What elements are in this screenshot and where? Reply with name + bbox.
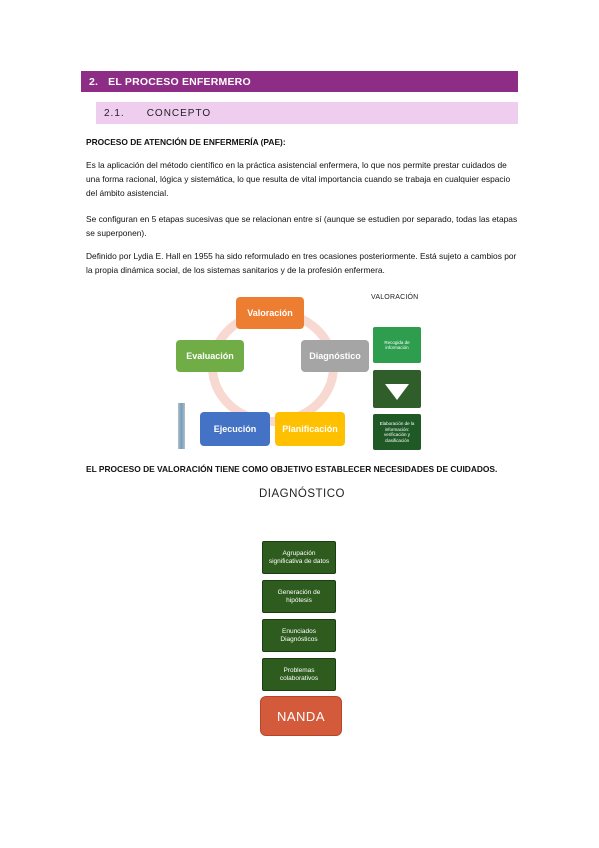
diagnostico-step-agrupacion: Agrupación significativa de datos xyxy=(262,541,336,574)
nanda-box: NANDA xyxy=(260,696,342,736)
section-header: 2. EL PROCESO ENFERMERO xyxy=(81,71,518,92)
cycle-diagnostico: Diagnóstico xyxy=(301,340,369,372)
valoracion-step-recogida: Recogida de información xyxy=(373,327,421,363)
down-arrow-icon xyxy=(385,384,409,400)
paragraph-definition: Es la aplicación del método científico e… xyxy=(86,160,511,199)
cycle-ejecucion: Ejecución xyxy=(200,412,270,446)
diagnostico-step-enunciados: Enunciados Diagnósticos xyxy=(262,619,336,652)
cycle-planificacion: Planificación xyxy=(275,412,345,446)
pae-heading: PROCESO DE ATENCIÓN DE ENFERMERÍA (PAE): xyxy=(86,137,286,147)
paragraph-stages: Se configuran en 5 etapas sucesivas que … xyxy=(86,214,518,239)
paragraph-valoracion-objetivo: EL PROCESO DE VALORACIÓN TIENE COMO OBJE… xyxy=(86,464,498,474)
diagnostico-step-problemas: Problemas colaborativos xyxy=(262,658,336,691)
valoracion-step-arrow xyxy=(373,370,421,408)
paragraph-history: Definido por Lydia E. Hall en 1955 ha si… xyxy=(86,251,517,276)
diagnostico-flow-title: DIAGNÓSTICO xyxy=(259,488,346,500)
pae-cycle-diagram: Valoración Diagnóstico Planificación Eje… xyxy=(176,292,372,450)
valoracion-step-elaboracion: Elaboración de la información: verificac… xyxy=(373,414,421,450)
diagnostico-step-hipotesis: Generación de hipótesis xyxy=(262,580,336,613)
subsection-title: CONCEPTO xyxy=(146,107,212,119)
section-number: 2. xyxy=(89,75,99,88)
cycle-evaluacion: Evaluación xyxy=(176,340,244,372)
section-title: EL PROCESO ENFERMERO xyxy=(108,75,251,88)
cycle-valoracion: Valoración xyxy=(236,297,304,329)
valoracion-flow-title: VALORACIÓN xyxy=(371,294,419,301)
subsection-header: 2.1. CONCEPTO xyxy=(96,102,518,124)
decorative-bar xyxy=(178,403,185,449)
subsection-number: 2.1. xyxy=(104,107,125,119)
